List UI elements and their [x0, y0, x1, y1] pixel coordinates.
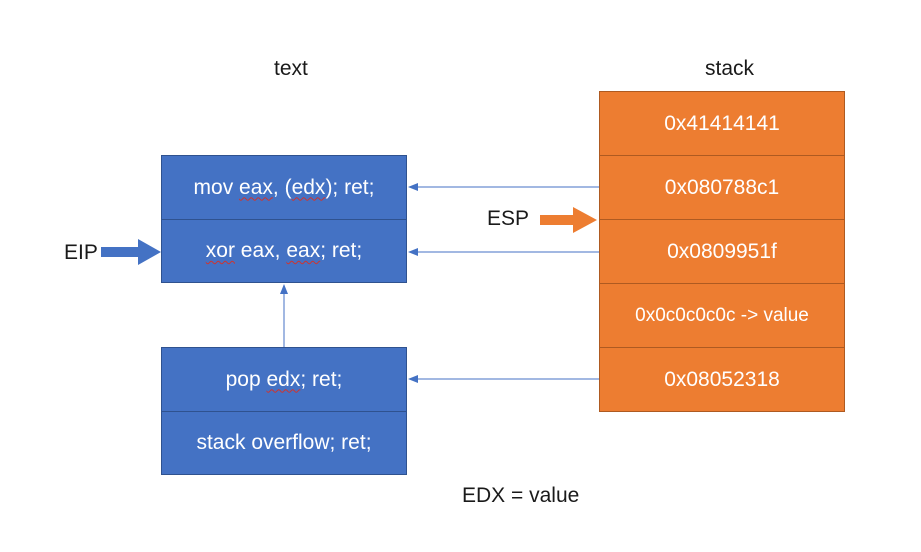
stack-cell-1-label: 0x080788c1 — [664, 175, 780, 199]
text-section-title: text — [274, 57, 308, 80]
stack-cell-2-label: 0x0809951f — [667, 239, 777, 263]
text-cell-xor: xor eax, eax; ret; — [161, 219, 407, 283]
stack-cell-2: 0x0809951f — [599, 219, 845, 284]
text-cell-xor-label: xor eax, eax; ret; — [205, 239, 363, 262]
stack-cell-3-label: 0x0c0c0c0c -> value — [635, 304, 809, 326]
text-cell-stack-overflow-label: stack overflow; ret; — [196, 431, 372, 454]
text-cell-mov-label: mov eax, (edx); ret; — [193, 175, 375, 199]
text-cell-stack-overflow: stack overflow; ret; — [161, 411, 407, 475]
text-cell-pop: pop edx; ret; — [161, 347, 407, 412]
stack-cell-0-label: 0x41414141 — [664, 111, 780, 135]
text-cell-mov: mov eax, (edx); ret; — [161, 155, 407, 220]
stack-cell-4: 0x08052318 — [599, 347, 845, 412]
stack-cell-0: 0x41414141 — [599, 91, 845, 156]
eip-arrow-icon — [101, 239, 161, 265]
esp-arrow-icon — [540, 207, 597, 233]
eip-label: EIP — [64, 241, 98, 264]
stack-section-title: stack — [705, 57, 755, 80]
stack-cell-4-label: 0x08052318 — [664, 367, 780, 391]
edx-caption: EDX = value — [462, 484, 580, 507]
esp-label: ESP — [487, 207, 530, 230]
text-cell-pop-label: pop edx; ret; — [225, 367, 343, 391]
